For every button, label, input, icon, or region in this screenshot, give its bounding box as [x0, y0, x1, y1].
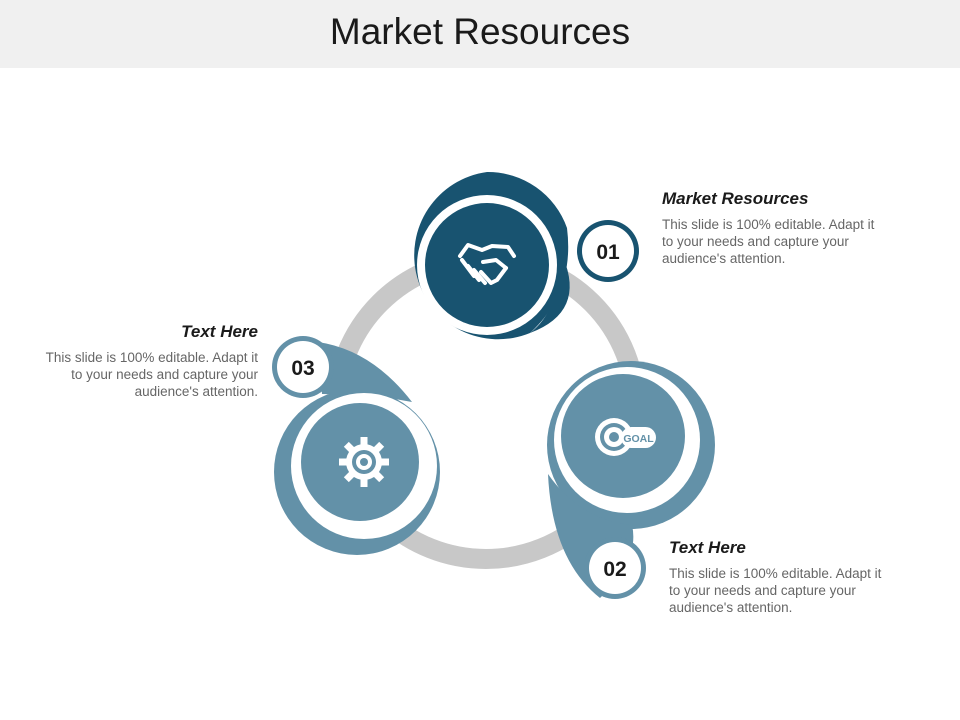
item-03-body: This slide is 100% editable. Adapt it to…	[45, 350, 258, 399]
item-02-body: This slide is 100% editable. Adapt it to…	[669, 566, 882, 615]
node-01-disc	[425, 203, 549, 327]
node-01-badge	[582, 225, 634, 277]
item-03-text: Text Here This slide is 100% editable. A…	[33, 321, 258, 400]
item-03-heading: Text Here	[181, 322, 258, 341]
node-03: 03	[272, 336, 440, 555]
item-02-heading: Text Here	[669, 538, 746, 557]
item-01-body: This slide is 100% editable. Adapt it to…	[662, 217, 875, 266]
node-02-number: 02	[603, 558, 626, 581]
handshake-icon	[458, 243, 516, 285]
node-01-number: 01	[596, 241, 620, 264]
gear-icon	[339, 437, 389, 487]
node-02-badge	[589, 542, 641, 594]
item-02-text: Text Here This slide is 100% editable. A…	[669, 537, 894, 616]
item-01-heading: Market Resources	[662, 189, 809, 208]
node-03-badge	[277, 341, 329, 393]
node-02: 02 GOAL	[547, 361, 715, 599]
goal-icon-label: GOAL	[623, 433, 654, 445]
node-03-number: 03	[291, 357, 314, 380]
node-01: 01	[414, 171, 639, 340]
node-01-tail	[530, 257, 570, 333]
page-title: Market Resources	[329, 11, 631, 52]
item-01-text: Market Resources This slide is 100% edit…	[662, 188, 887, 267]
node-03-tail	[318, 342, 412, 402]
title-bar	[0, 0, 960, 68]
goal-target-icon: GOAL	[595, 418, 656, 456]
